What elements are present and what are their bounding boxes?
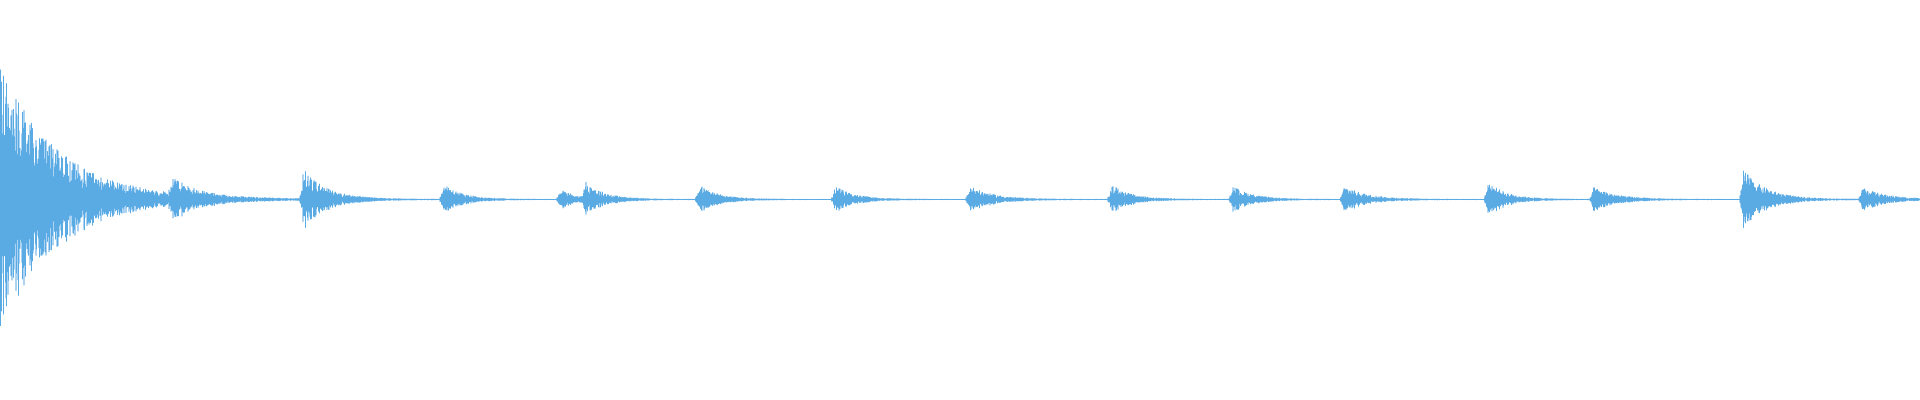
waveform-path	[0, 69, 1920, 326]
